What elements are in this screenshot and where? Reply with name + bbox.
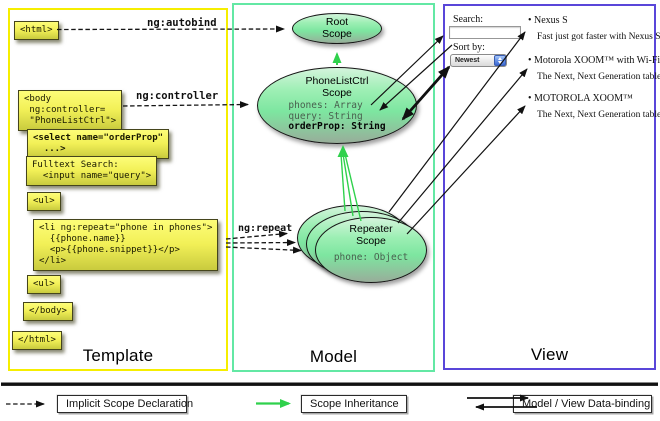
code-box-ul-close: <ul> [27, 275, 61, 294]
phonelistctrl-scope-title: PhoneListCtrl Scope [305, 75, 369, 99]
phone-item-snippet: Fast just got faster with Nexus S. [537, 32, 660, 42]
phonelistctrl-scope-ellipse: PhoneListCtrl Scope phones: Array query:… [257, 67, 417, 144]
model-column: Model [232, 3, 435, 372]
phone-item-name: Nexus S [528, 15, 568, 26]
code-box-html-close: </html> [12, 331, 62, 350]
phone-item-snippet: The Next, Next Generation tablet. [537, 110, 660, 120]
view-column-label: View [530, 345, 569, 364]
root-scope-title: Root Scope [322, 15, 352, 40]
code-box-ul-open: <ul> [27, 192, 61, 211]
code-box-html-open: <html> [14, 21, 59, 40]
label-ng-controller: ng:controller [136, 90, 219, 102]
code-box-body-open: <body ng:controller= "PhoneListCtrl"> [18, 90, 123, 131]
code-box-li-repeat: <li ng:repeat="phone in phones"> {{phone… [33, 219, 219, 271]
select-stepper-icon [493, 55, 506, 66]
model-column-label: Model [309, 347, 358, 366]
code-box-select: <select name="orderProp" ...> [27, 129, 170, 159]
root-scope-ellipse: Root Scope [292, 13, 382, 44]
legend-scope-inheritance: Scope Inheritance [301, 395, 407, 413]
phone-item-name: Motorola XOOM™ with Wi-Fi [528, 55, 660, 66]
label-ng-autobind: ng:autobind [147, 17, 217, 29]
phonelistctrl-scope-props: phones: Array query: String orderProp: S… [288, 100, 386, 133]
legend-model-view-databinding: Model / View Data-binding [513, 395, 652, 413]
phone-item-name: MOTOROLA XOOM™ [528, 93, 633, 104]
search-label: Search: [453, 14, 483, 25]
prop-phone: phone: Object [333, 252, 409, 264]
code-box-body-close: </body> [23, 302, 73, 321]
sortby-label: Sort by: [453, 42, 485, 53]
repeater-scope-ellipse: Repeater Scope phone: Object [315, 217, 427, 283]
prop-orderprop: orderProp: String [288, 121, 386, 133]
legend-implicit-scope-declaration: Implicit Scope Declaration [57, 395, 193, 413]
prop-query: query: String [288, 110, 363, 122]
repeater-scope-title: Repeater Scope [349, 223, 393, 247]
label-ng-repeat: ng:repeat [238, 223, 293, 234]
code-box-fulltext-search: Fulltext Search: <input name="query"> [26, 156, 158, 186]
sortby-selected-value: Newest [455, 57, 480, 64]
sortby-select[interactable]: Newest [450, 54, 507, 67]
phone-item-snippet: The Next, Next Generation tablet. [537, 72, 660, 82]
prop-phones: phones: Array [288, 100, 363, 112]
template-column-label: Template [82, 346, 154, 365]
search-input[interactable] [449, 26, 521, 39]
